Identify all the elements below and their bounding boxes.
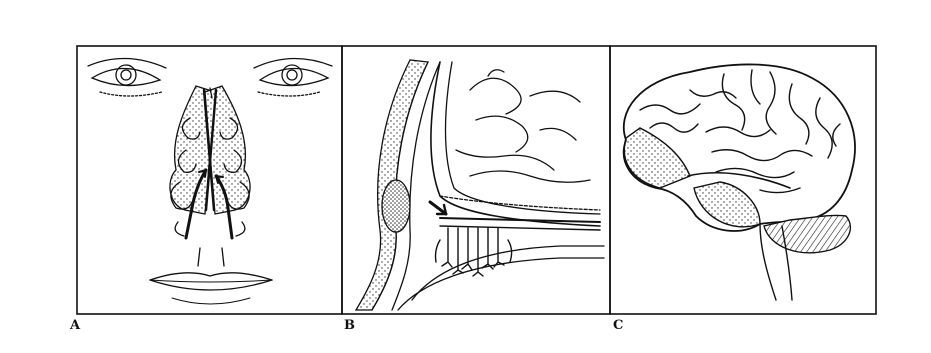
panel-label-a: A [70, 318, 80, 333]
panel-label-c: C [613, 318, 623, 333]
panel-c-brain-drawing [624, 64, 855, 300]
panel-b-olfactory-drawing [356, 60, 604, 310]
panel-label-b: B [344, 318, 355, 333]
panel-a-face-drawing [88, 58, 332, 304]
